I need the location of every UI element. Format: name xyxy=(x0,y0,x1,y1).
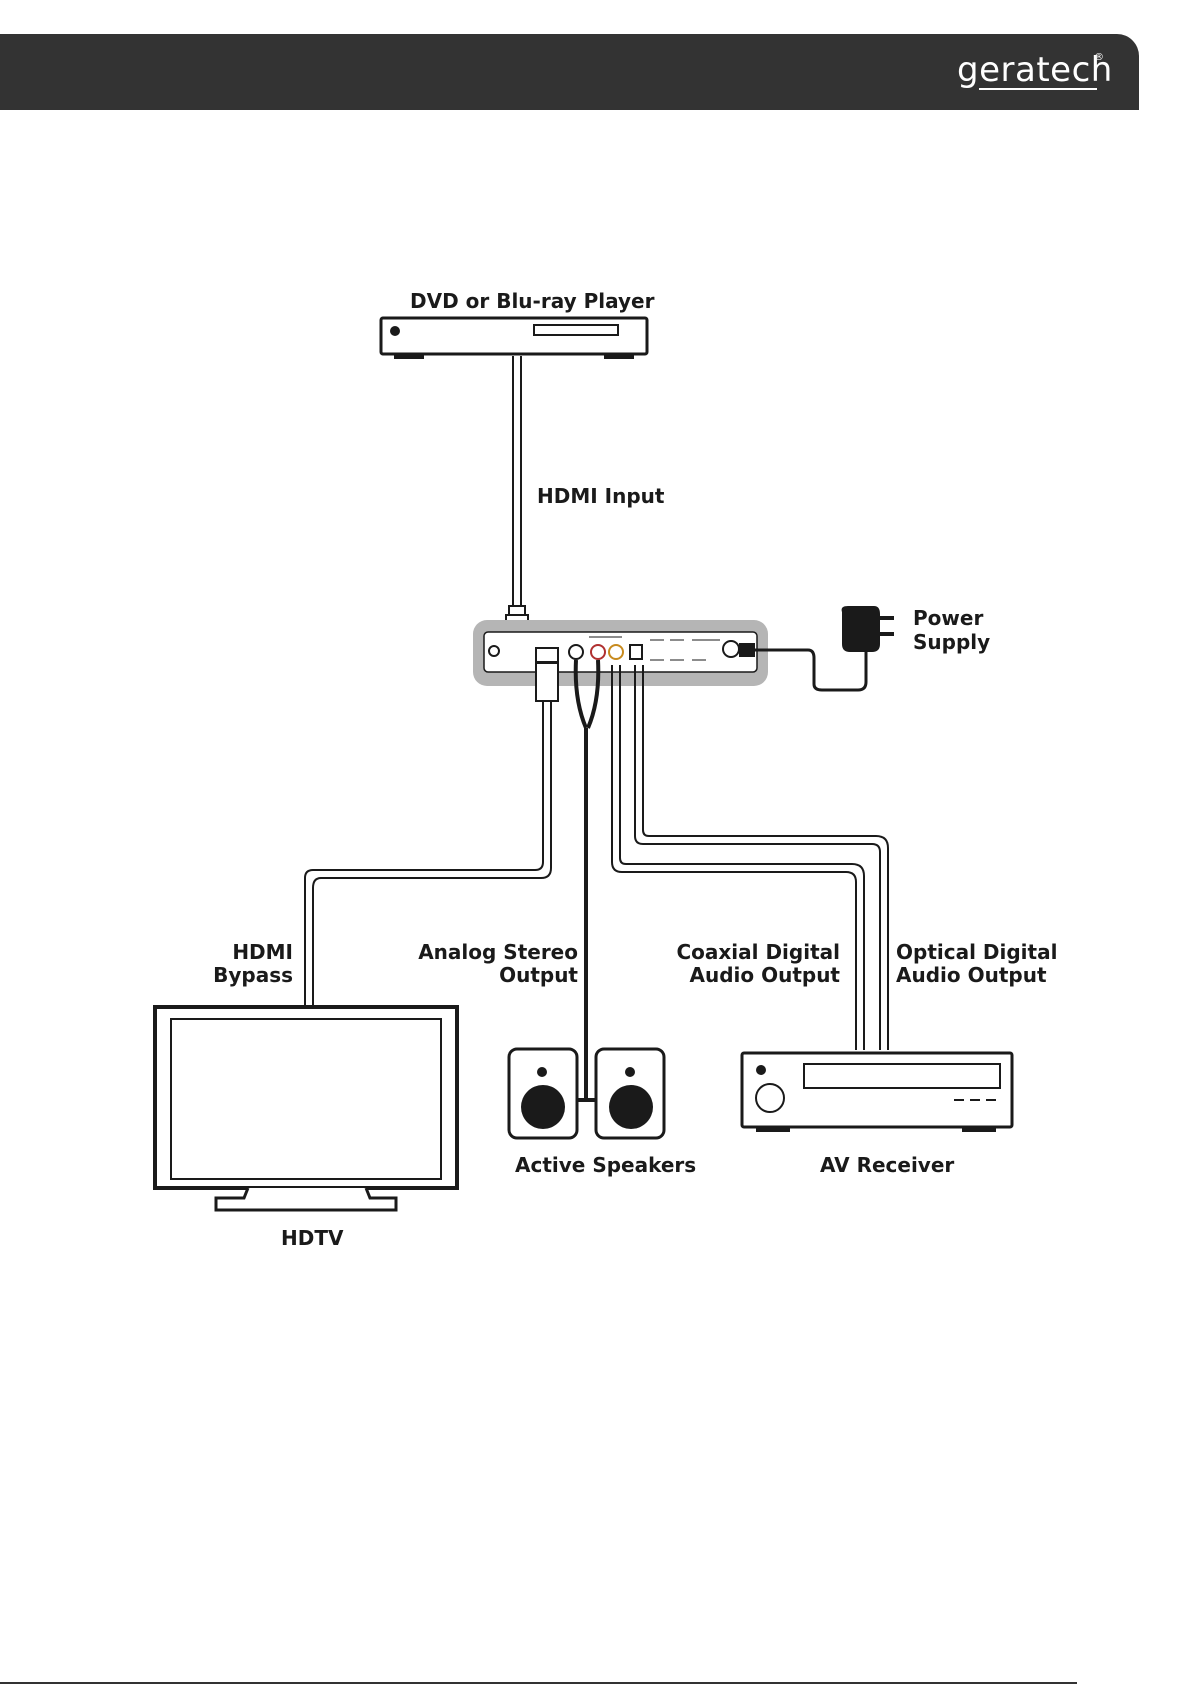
coaxial-label-line2: Audio Output xyxy=(668,963,840,987)
analog-stereo-label-line1: Analog Stereo xyxy=(400,940,578,964)
speaker-left-icon xyxy=(509,1049,577,1138)
dvd-player-label: DVD or Blu-ray Player xyxy=(410,289,654,313)
analog-stereo-cable xyxy=(576,660,599,1100)
optical-cable xyxy=(635,665,888,1050)
hdmi-input-label: HDMI Input xyxy=(537,484,664,508)
optical-label-line2: Audio Output xyxy=(896,963,1047,987)
hdmi-input-cable xyxy=(513,356,521,610)
coaxial-label-line1: Coaxial Digital xyxy=(668,940,840,964)
power-supply-label-line1: Power xyxy=(913,606,983,630)
hdmi-bypass-label-line1: HDMI xyxy=(200,940,293,964)
av-receiver-label: AV Receiver xyxy=(820,1153,954,1177)
power-adapter-icon xyxy=(842,606,894,652)
hdtv-label: HDTV xyxy=(281,1226,343,1250)
hdtv-icon xyxy=(155,1007,457,1210)
av-receiver-icon xyxy=(742,1053,1012,1132)
hdmi-bypass-label-line2: Bypass xyxy=(200,963,293,987)
coaxial-cable xyxy=(612,665,864,1050)
optical-label-line1: Optical Digital xyxy=(896,940,1057,964)
analog-stereo-label-line2: Output xyxy=(400,963,578,987)
footer-rule xyxy=(0,1682,1077,1684)
active-speakers-label: Active Speakers xyxy=(515,1153,696,1177)
power-supply-label-line2: Supply xyxy=(913,630,990,654)
dvd-player-icon xyxy=(381,318,647,359)
speaker-right-icon xyxy=(596,1049,664,1138)
